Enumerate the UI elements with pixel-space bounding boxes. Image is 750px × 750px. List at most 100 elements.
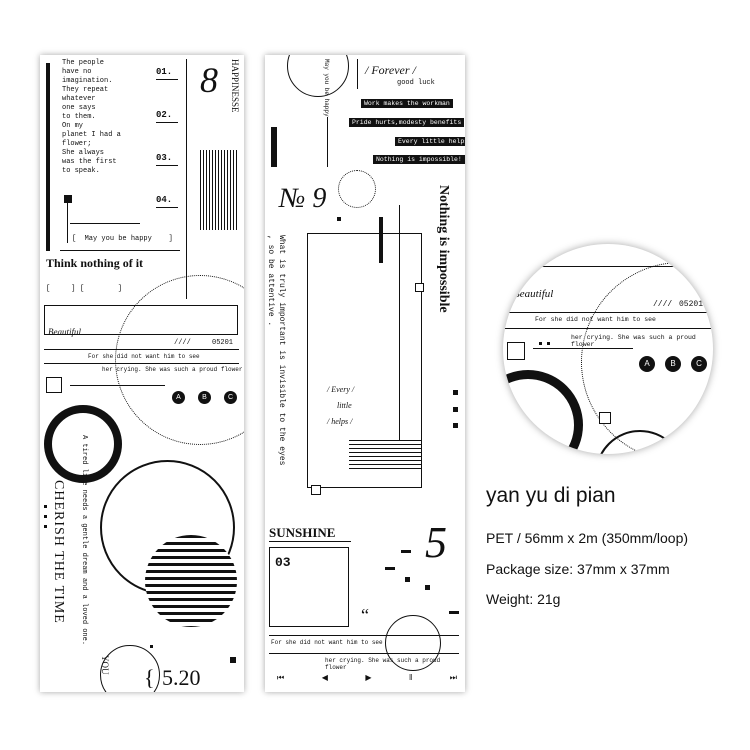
tired-life-vertical: A tired life needs a gentle dream and a … — [80, 435, 88, 646]
play-icon: ▶ — [365, 673, 372, 682]
dot — [547, 342, 550, 345]
divider — [44, 349, 239, 350]
think-title: Think nothing of it — [46, 256, 144, 270]
slashes: //// — [174, 339, 191, 347]
divider — [156, 165, 178, 166]
bracket-pair: [ ] — [80, 285, 123, 293]
quote-line-2: her crying. She was such a proud flower — [325, 657, 441, 671]
label-every: Every little helps — [395, 137, 465, 146]
little-text: little — [337, 401, 352, 410]
divider — [70, 223, 140, 224]
small-outline-square — [415, 283, 424, 292]
be-attentive-vertical: , so be attentive . — [266, 235, 275, 327]
quote-line-2: her crying. She was such a proud flower — [102, 366, 243, 373]
every-text: / Every / — [327, 385, 355, 394]
skip-back-icon: ⏮ — [277, 673, 285, 682]
divider — [156, 122, 178, 123]
truly-important-vertical: What is truly important is invisible to … — [277, 235, 286, 466]
dot — [44, 505, 47, 508]
player-controls: ⏮ ◀ ▶ ‖ ⏭ — [277, 673, 457, 683]
dotted-small-circle — [338, 170, 376, 208]
happinesse-vertical: HAPPINESSE — [230, 59, 240, 113]
divider — [70, 385, 165, 386]
package-size: Package size: 37mm x 37mm — [486, 561, 670, 577]
striped-circle — [145, 535, 237, 627]
thick-ring — [503, 370, 583, 454]
sunshine-box — [269, 547, 349, 627]
label-work: Work makes the workman — [361, 99, 453, 108]
helps-text: / helps / — [327, 417, 353, 426]
small-block — [337, 217, 341, 221]
dash — [401, 550, 411, 553]
top-vertical-text: May you be happy — [323, 59, 330, 117]
product-name: yan yu di pian — [486, 484, 616, 507]
number-04: 04. — [156, 195, 173, 205]
abc-badge-a: A — [172, 391, 185, 404]
vertical-rule — [67, 203, 68, 243]
quote-line-1: For she did not want him to see — [271, 639, 383, 646]
sunshine-number: 03 — [275, 555, 291, 570]
small-block — [425, 585, 430, 590]
divider — [44, 363, 239, 364]
code-05201: 05201 — [212, 339, 234, 347]
vertical-rule — [399, 205, 400, 445]
left-bar — [271, 127, 277, 167]
brace: { — [144, 665, 155, 690]
abc-badge-a: A — [639, 356, 655, 372]
divider — [503, 328, 713, 329]
quote-line-2: her crying. She was such a proud flower — [571, 334, 696, 348]
dash — [385, 567, 395, 570]
quote-line-1: For she did not want him to see — [535, 316, 656, 323]
label-pride: Pride hurts,modesty benefits — [349, 118, 465, 127]
black-bar — [379, 217, 383, 263]
prev-icon: ◀ — [321, 673, 328, 682]
big-number-5: 5 — [425, 518, 447, 567]
top-outline-circle — [287, 55, 349, 97]
small-block — [453, 407, 458, 412]
small-outline-square — [599, 412, 611, 424]
divider — [269, 653, 459, 654]
small-block — [230, 657, 236, 663]
abc-badge-c: C — [224, 391, 237, 404]
bracket-pair: [ ] — [46, 285, 76, 293]
dash — [449, 611, 459, 614]
dotted-circle — [115, 275, 244, 445]
cherish-vertical: CHERISH THE TIME — [51, 480, 66, 624]
label-nothing: Nothing is impossible! — [373, 155, 465, 164]
vertical-rule — [327, 117, 328, 167]
sunshine-title: SUNSHINE — [269, 525, 336, 540]
vertical-rule — [357, 59, 358, 89]
tall-rectangle — [307, 233, 422, 488]
forever-text: / Forever / — [365, 63, 416, 77]
dot — [150, 645, 153, 648]
script-beautiful: Beautiful — [48, 327, 81, 337]
weight: Weight: 21g — [486, 591, 561, 607]
zoom-detail-circle: Beautiful //// 05201 For she did not wan… — [503, 244, 713, 454]
divider — [269, 635, 459, 636]
dot — [44, 515, 47, 518]
good-luck: good luck — [397, 79, 435, 87]
divider — [156, 207, 178, 208]
nothing-impossible-vertical: Nothing is impossible — [436, 185, 451, 313]
date-5-20: 5.20 — [162, 665, 201, 690]
number-02: 02. — [156, 110, 173, 120]
happy-line: [ May you be happy ] — [72, 235, 173, 243]
outline-square — [46, 377, 62, 393]
dot — [539, 342, 542, 345]
abc-badge-b: B — [198, 391, 211, 404]
stripe-block — [200, 150, 238, 230]
small-block — [453, 423, 458, 428]
no9: № 9 — [279, 183, 327, 214]
quote-marks: “ — [361, 605, 369, 625]
divider — [503, 312, 713, 313]
divider — [533, 348, 633, 349]
number-01: 01. — [156, 67, 173, 77]
small-block — [405, 577, 410, 582]
dot — [44, 525, 47, 528]
beautiful-box — [44, 305, 238, 335]
pause-icon: ‖ — [408, 673, 413, 682]
code-05201: 05201 — [679, 300, 704, 309]
quote-line-1: For she did not want him to see — [88, 353, 200, 360]
